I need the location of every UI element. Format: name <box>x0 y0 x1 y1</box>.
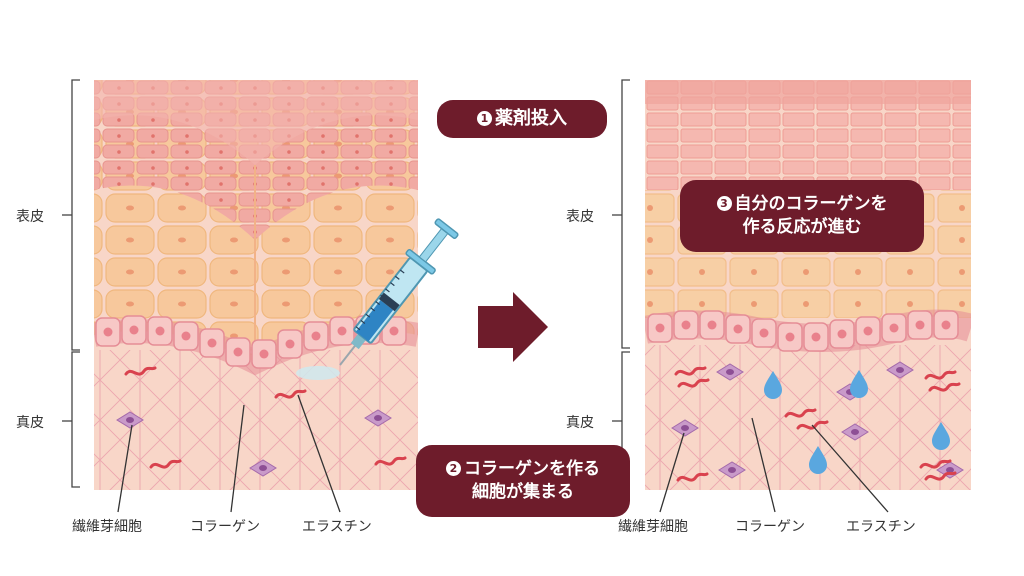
step-3-number: 3 <box>716 196 732 212</box>
label-elastin-left: エラスチン <box>302 519 372 535</box>
right-skin-panel <box>645 80 971 490</box>
label-collagen-right: コラーゲン <box>735 519 805 535</box>
label-fibroblast-right: 繊維芽細胞 <box>618 519 688 535</box>
label-dermis-right: 真皮 <box>566 415 594 431</box>
label-collagen-left: コラーゲン <box>190 519 260 535</box>
right-pointer-lines <box>659 417 889 513</box>
label-epidermis-left: 表皮 <box>16 209 44 225</box>
step-2-text-line2: 細胞が集まる <box>472 482 574 502</box>
injected-drug <box>296 366 340 380</box>
step-3-text-line2: 作る反応が進む <box>742 217 862 237</box>
step-2-number: 2 <box>446 461 461 477</box>
left-skin-panel <box>94 80 418 490</box>
label-fibroblast-left: 繊維芽細胞 <box>72 519 142 535</box>
arrow-right-icon <box>478 292 548 362</box>
step-2-text-line1: コラーゲンを作る <box>464 459 600 480</box>
label-epidermis-right: 表皮 <box>566 209 594 225</box>
left-brackets <box>62 79 80 488</box>
step-1-number: 1 <box>477 110 492 126</box>
label-elastin-right: エラスチン <box>846 519 916 535</box>
label-dermis-left: 真皮 <box>16 415 44 431</box>
step-3-text-line1: 自分のコラーゲンを <box>734 194 888 215</box>
step-1-text: 薬剤投入 <box>495 107 567 129</box>
syringe-icon <box>339 218 459 366</box>
right-brackets <box>612 79 630 488</box>
left-pointer-lines <box>117 394 341 513</box>
